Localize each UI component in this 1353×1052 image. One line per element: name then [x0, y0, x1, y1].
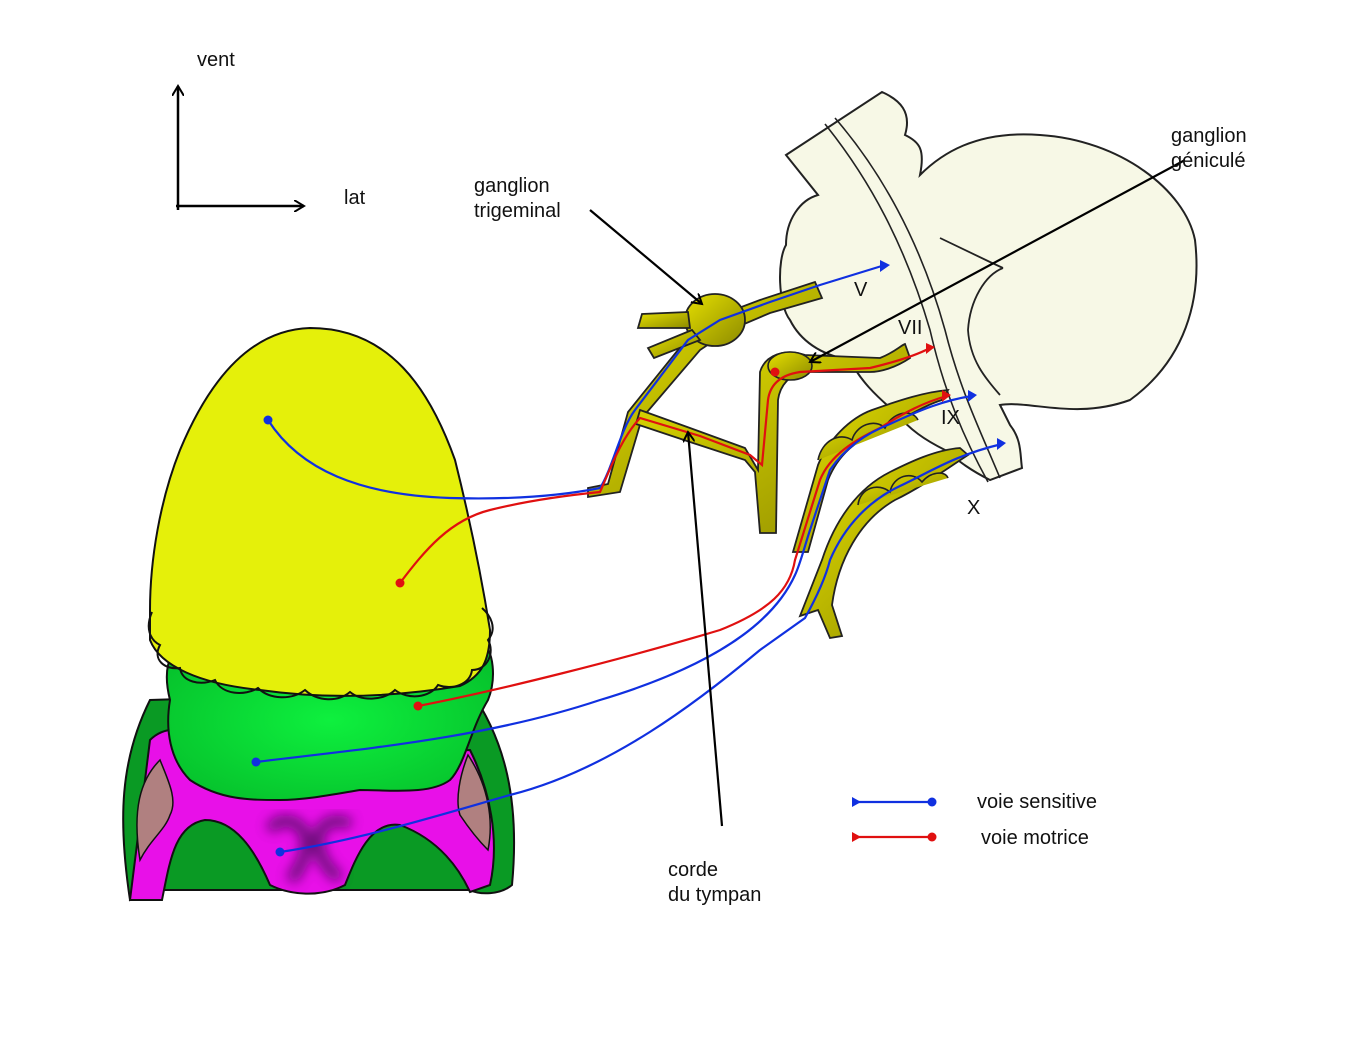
orientation-axes: vent lat	[176, 49, 366, 210]
geniculate-ganglion-label-line2: géniculé	[1171, 150, 1246, 172]
legend-sensory-label: voie sensitive	[977, 791, 1097, 813]
trigeminal-ganglion-label-line2: trigeminal	[474, 200, 561, 222]
pathway-endpoints	[251, 260, 1006, 857]
tonsil-left	[136, 758, 174, 863]
nerve-vii-label: VII	[898, 317, 922, 339]
pointer-arrows	[589, 159, 1186, 827]
labels: ganglion trigeminal ganglion géniculé co…	[474, 125, 1247, 906]
geniculate-ganglion-pointer	[810, 159, 1186, 362]
sensory-path-glossopharyngeal	[255, 394, 973, 764]
motor-path-facial	[399, 347, 931, 584]
nerve-v-label: V	[854, 279, 868, 301]
sensory-path-vagus	[279, 442, 1003, 854]
legend-motor-label: voie motrice	[981, 827, 1089, 849]
ventral-axis-label: vent	[197, 49, 235, 71]
chorda-tympani-pointer	[688, 432, 724, 827]
tongue	[122, 326, 516, 902]
motor-path-glossopharyngeal	[417, 394, 948, 708]
pathways	[255, 263, 1003, 854]
trigeminal-ganglion-pointer	[589, 209, 702, 304]
brainstem	[779, 90, 1198, 483]
tonsil-right	[457, 753, 491, 852]
nerve-ix-label: IX	[941, 407, 960, 429]
trigeminal-ganglion-label-line1: ganglion	[474, 175, 550, 197]
chorda-tympani-label-line2: du tympan	[668, 884, 761, 906]
lateral-axis-label: lat	[344, 187, 366, 209]
legend: voie sensitive voie motrice	[852, 791, 1097, 849]
nerve-x-label: X	[967, 497, 980, 519]
geniculate-ganglion-label-line1: ganglion	[1171, 125, 1247, 147]
chorda-tympani-label-line1: corde	[668, 859, 718, 881]
legend-sensory: voie sensitive	[852, 791, 1097, 813]
sensory-path-trigeminal	[267, 263, 886, 500]
legend-motor: voie motrice	[852, 827, 1089, 849]
